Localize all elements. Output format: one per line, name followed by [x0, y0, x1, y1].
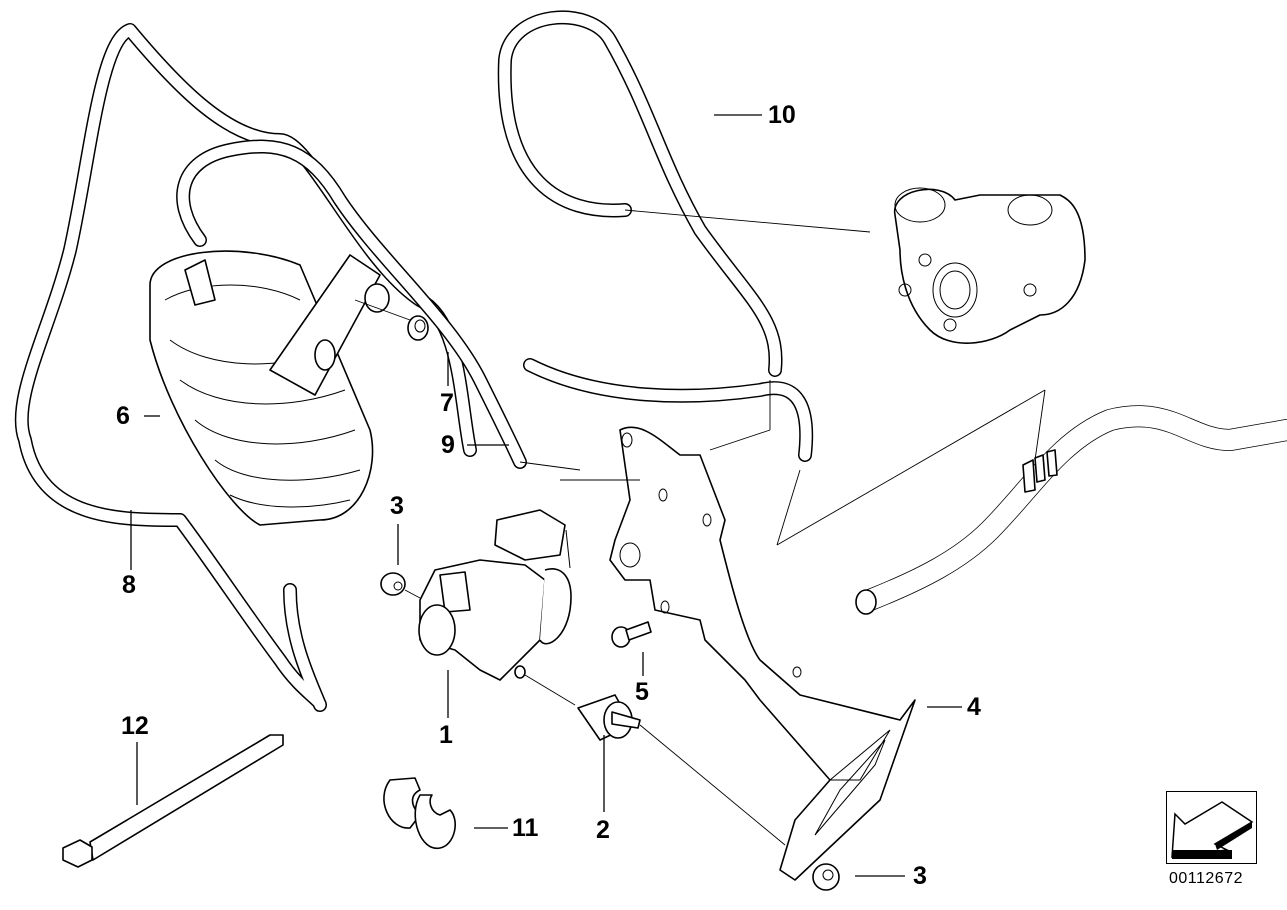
callout-3-lower[interactable]: 3	[913, 862, 927, 890]
callout-5[interactable]: 5	[635, 678, 649, 706]
diagram-id: 00112672	[1169, 870, 1243, 887]
nut-3-upper[interactable]	[380, 572, 421, 599]
arrow-glyph	[1171, 801, 1254, 859]
callout-11[interactable]: 11	[512, 814, 539, 842]
vacuum-reservoir-6[interactable]	[149, 250, 390, 526]
nut-3-lower[interactable]	[812, 863, 840, 891]
previous-arrow-icon[interactable]	[1166, 791, 1257, 864]
bracket-4[interactable]	[519, 380, 916, 881]
vacuum-line	[776, 389, 1287, 615]
callout-1[interactable]: 1	[439, 721, 453, 749]
nut-7[interactable]	[354, 299, 429, 341]
callout-2[interactable]: 2	[596, 816, 610, 844]
callout-12[interactable]: 12	[121, 712, 149, 740]
callout-9[interactable]: 9	[441, 431, 455, 459]
callout-3-upper[interactable]: 3	[390, 492, 404, 520]
pressure-converter-1[interactable]	[418, 509, 572, 681]
callout-6[interactable]: 6	[116, 402, 130, 430]
hose-10[interactable]	[497, 10, 814, 462]
rubber-mount-2[interactable]	[524, 674, 786, 846]
callout-8[interactable]: 8	[122, 571, 136, 599]
hose-clip-11[interactable]	[383, 777, 456, 849]
hose-9[interactable]	[176, 139, 527, 469]
bolt-5[interactable]	[611, 621, 652, 648]
cable-tie-12[interactable]	[62, 734, 284, 868]
turbocharger	[624, 187, 1086, 344]
callout-10[interactable]: 10	[768, 101, 796, 129]
callout-4[interactable]: 4	[967, 693, 981, 721]
callout-7[interactable]: 7	[440, 389, 454, 417]
